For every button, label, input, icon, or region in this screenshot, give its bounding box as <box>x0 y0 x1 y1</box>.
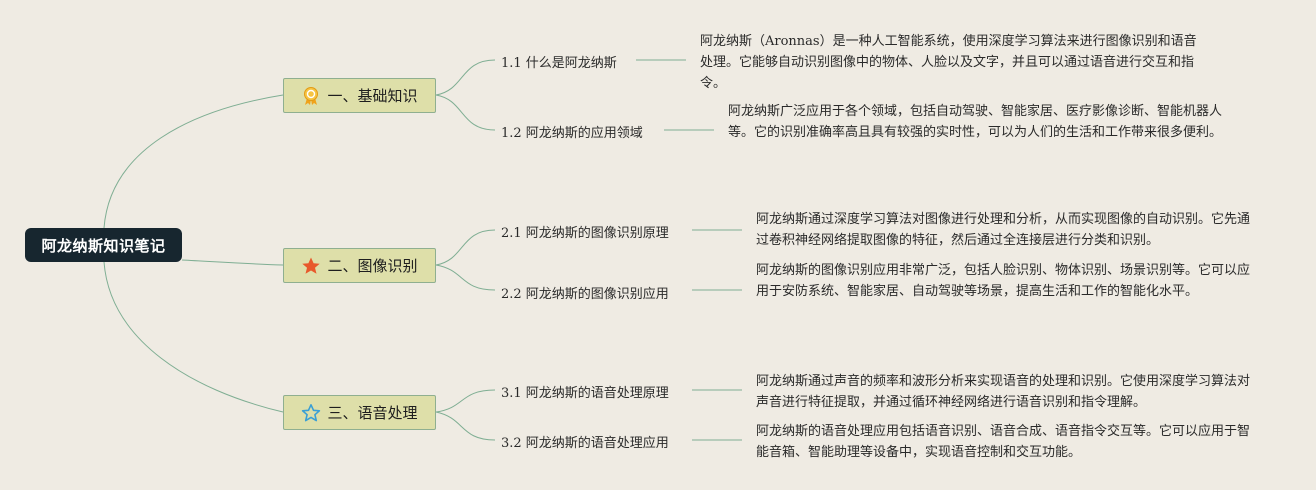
star-filled-icon <box>301 256 321 276</box>
connector-b1-s1 <box>435 59 496 96</box>
subtopic-1-2[interactable]: 1.2 阿龙纳斯的应用领域 <box>501 126 643 141</box>
description-1-2: 阿龙纳斯广泛应用于各个领域，包括自动驾驶、智能家居、医疗影像诊断、智能机器人等。… <box>728 104 1223 140</box>
connector-root-branch-3 <box>103 261 284 413</box>
branch-node-basics[interactable]: 一、基础知识 <box>283 78 436 113</box>
subtopic-3-2[interactable]: 3.2 阿龙纳斯的语音处理应用 <box>501 436 669 451</box>
subtopic-2-2[interactable]: 2.2 阿龙纳斯的图像识别应用 <box>501 287 669 302</box>
connector-b3-s1 <box>435 389 496 413</box>
connector-b2-s2 <box>435 264 496 291</box>
connector-b1-s2 <box>435 94 496 131</box>
subtopic-2-1[interactable]: 2.1 阿龙纳斯的图像识别原理 <box>501 226 669 241</box>
branch-node-speech-processing[interactable]: 三、语音处理 <box>283 395 436 430</box>
description-2-2: 阿龙纳斯的图像识别应用非常广泛，包括人脸识别、物体识别、场景识别等。它可以应用于… <box>756 263 1251 299</box>
root-node[interactable]: 阿龙纳斯知识笔记 <box>25 228 182 262</box>
description-2-1: 阿龙纳斯通过深度学习算法对图像进行处理和分析，从而实现图像的自动识别。它先通过卷… <box>756 212 1251 248</box>
connector-root-branch-2 <box>181 259 284 266</box>
star-outline-icon <box>301 403 321 423</box>
branch-node-label: 二、图像识别 <box>327 257 418 275</box>
branch-node-image-recognition[interactable]: 二、图像识别 <box>283 248 436 283</box>
description-1-1: 阿龙纳斯（Aronnas）是一种人工智能系统，使用深度学习算法来进行图像识别和语… <box>700 34 1197 91</box>
root-node-label: 阿龙纳斯知识笔记 <box>41 236 166 255</box>
connector-root-branch-1 <box>103 94 284 229</box>
description-3-1: 阿龙纳斯通过声音的频率和波形分析来实现语音的处理和识别。它使用深度学习算法对声音… <box>756 374 1251 410</box>
award-ribbon-icon <box>301 86 321 106</box>
description-3-2: 阿龙纳斯的语音处理应用包括语音识别、语音合成、语音指令交互等。它可以应用于智能音… <box>756 424 1251 460</box>
branch-node-label: 一、基础知识 <box>327 87 418 105</box>
connector-b2-s1 <box>435 229 496 266</box>
branch-node-label: 三、语音处理 <box>327 404 418 422</box>
subtopic-3-1[interactable]: 3.1 阿龙纳斯的语音处理原理 <box>501 386 669 401</box>
connector-b3-s2 <box>435 411 496 441</box>
subtopic-1-1[interactable]: 1.1 什么是阿龙纳斯 <box>501 56 617 71</box>
